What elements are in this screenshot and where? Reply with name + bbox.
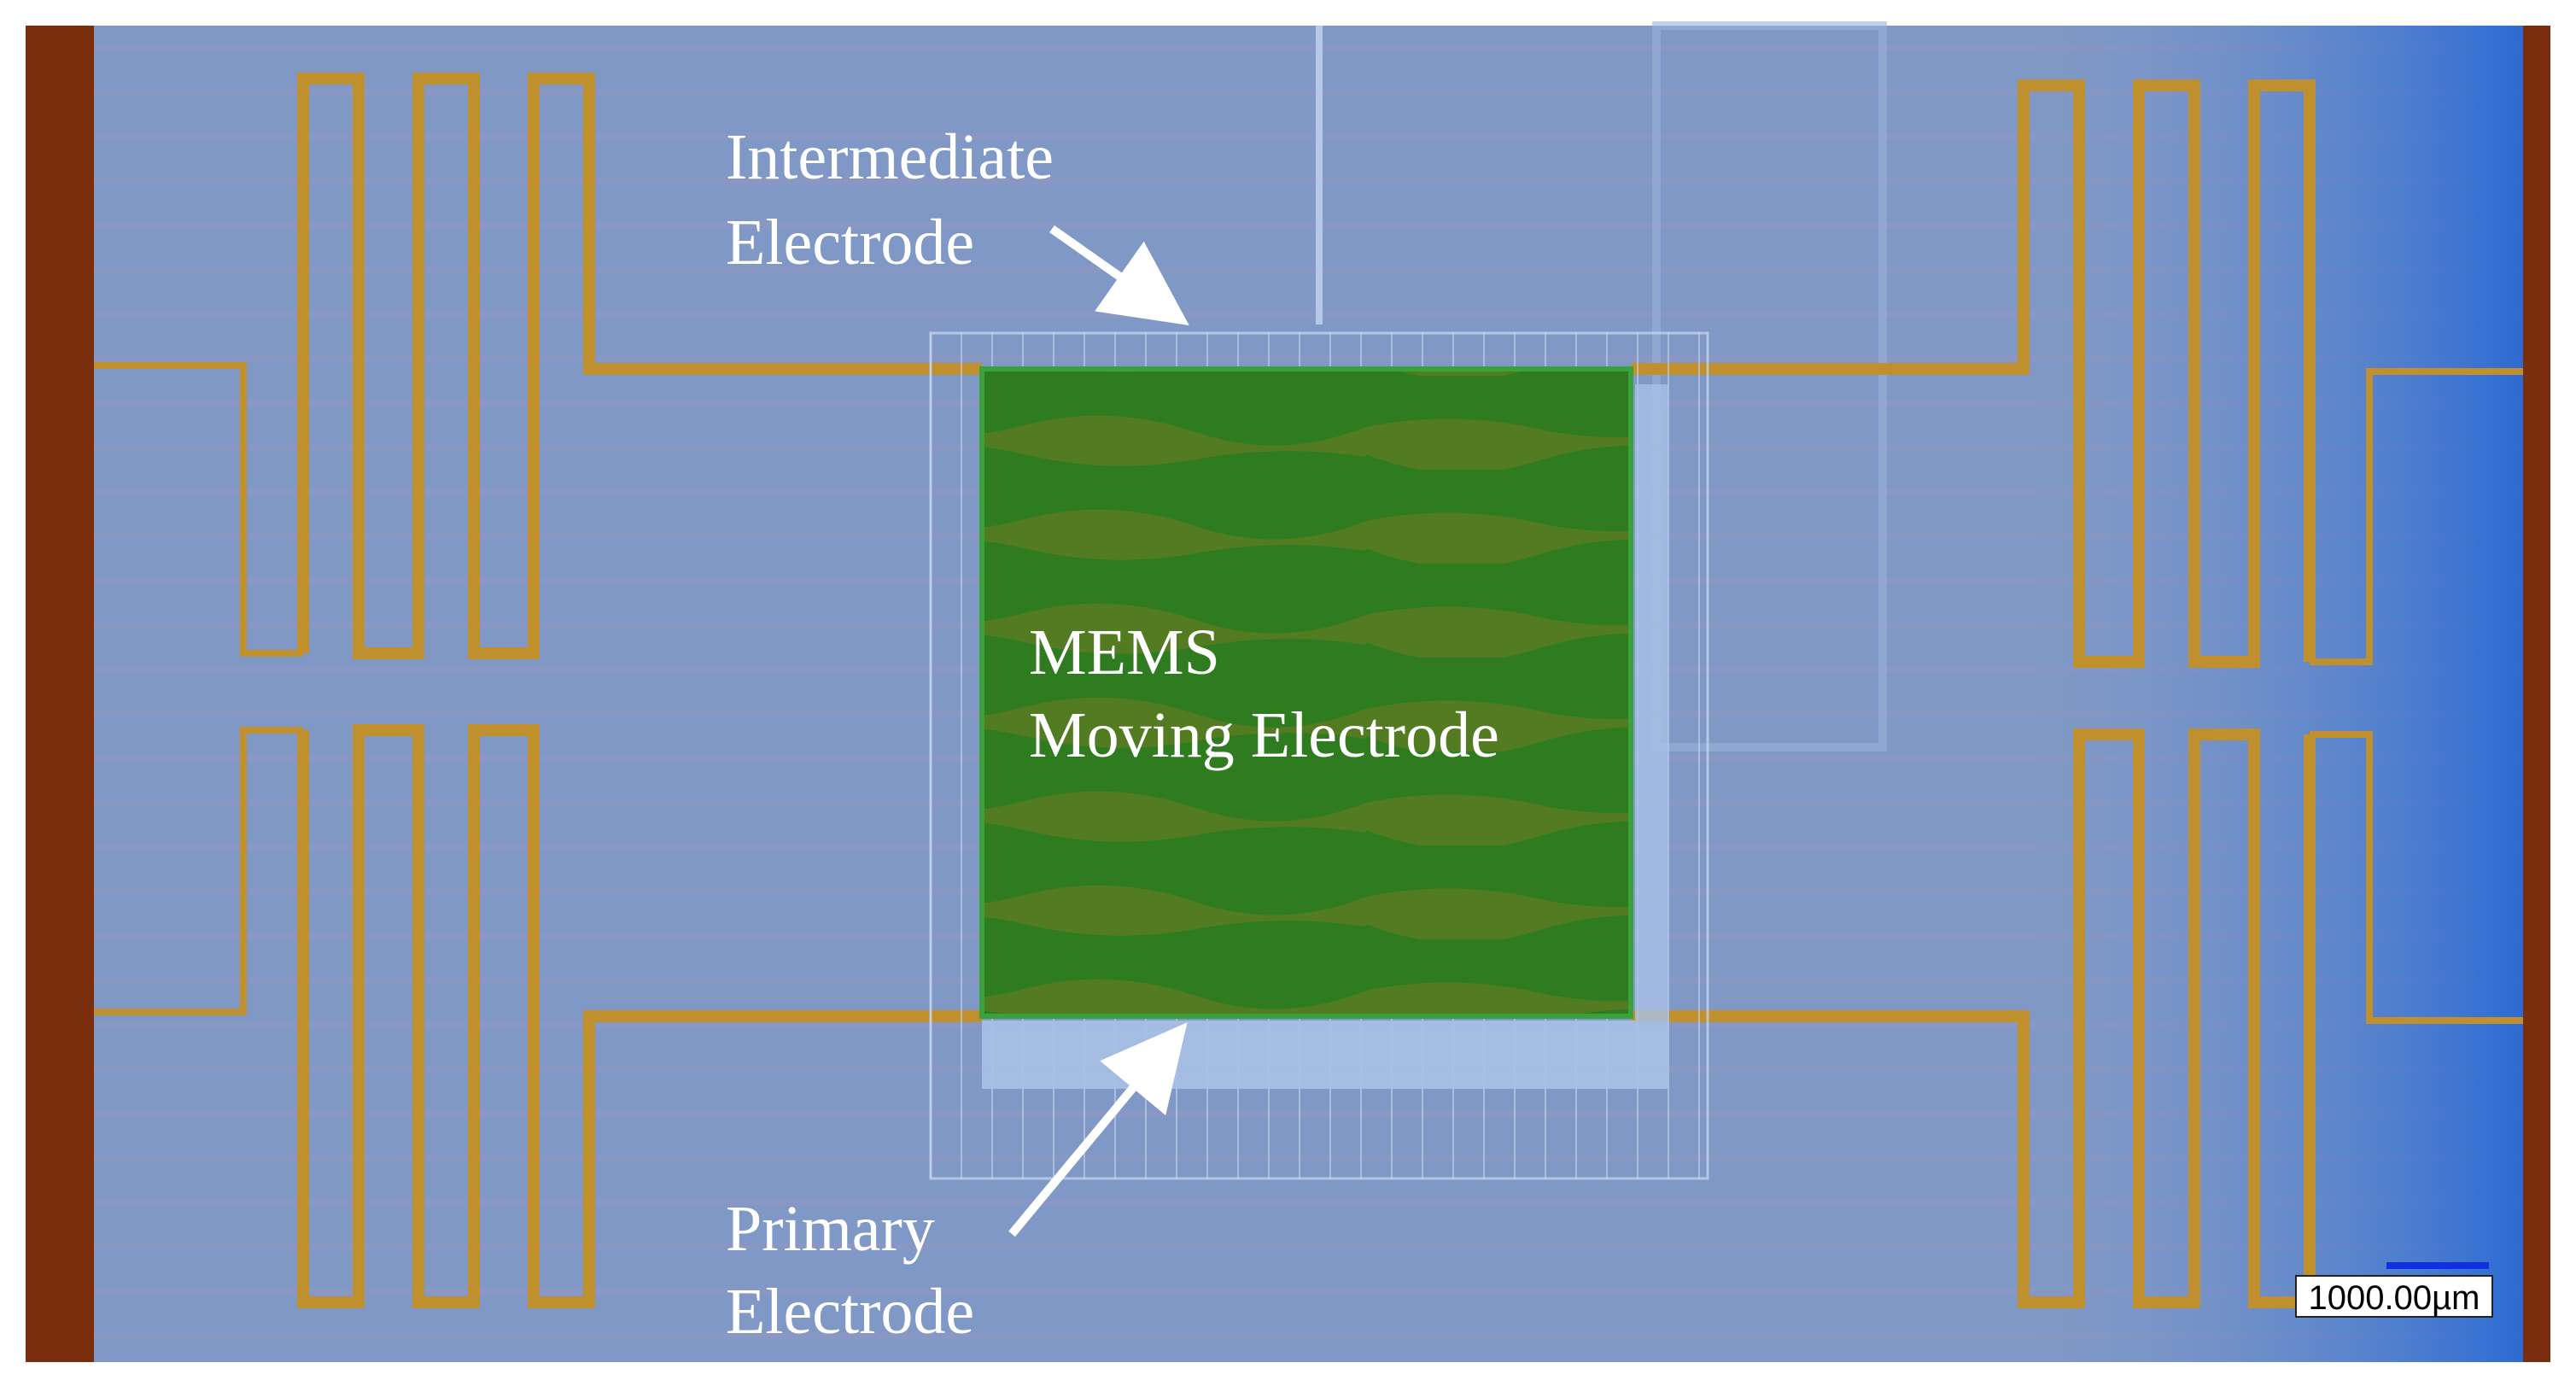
left-upper-arm (94, 362, 303, 657)
arrow-icon (1049, 225, 1189, 326)
mems-moving-electrode-label-line2: Moving Electrode (1029, 699, 1499, 771)
left-lower-spring (297, 724, 982, 1308)
right-lower-arm (2310, 731, 2523, 1024)
right-upper-spring (1631, 79, 2316, 668)
arrow-icon (1008, 1022, 1188, 1237)
moving-electrode (979, 366, 1633, 1019)
side-electrode (1635, 384, 1669, 1020)
mems-moving-electrode-label-line1: MEMS (1029, 617, 1220, 688)
left-upper-spring (297, 73, 982, 659)
intermediate-electrode-label-line1: Intermediate (726, 121, 1054, 193)
left-lower-arm (94, 727, 303, 1015)
primary-electrode-label-line1: Primary (726, 1193, 935, 1265)
scale-bar-label: 1000.00µm (2295, 1275, 2493, 1318)
primary-electrode-label-line2: Electrode (726, 1276, 975, 1348)
right-blue-region (2006, 26, 2523, 1362)
right-upper-arm (2310, 368, 2523, 665)
right-lower-spring (1631, 728, 2316, 1308)
intermediate-electrode-label-line2: Electrode (726, 207, 975, 278)
primary-electrode (982, 1020, 1669, 1089)
right-frame-edge (2523, 26, 2550, 1362)
left-frame-edge (26, 26, 94, 1362)
